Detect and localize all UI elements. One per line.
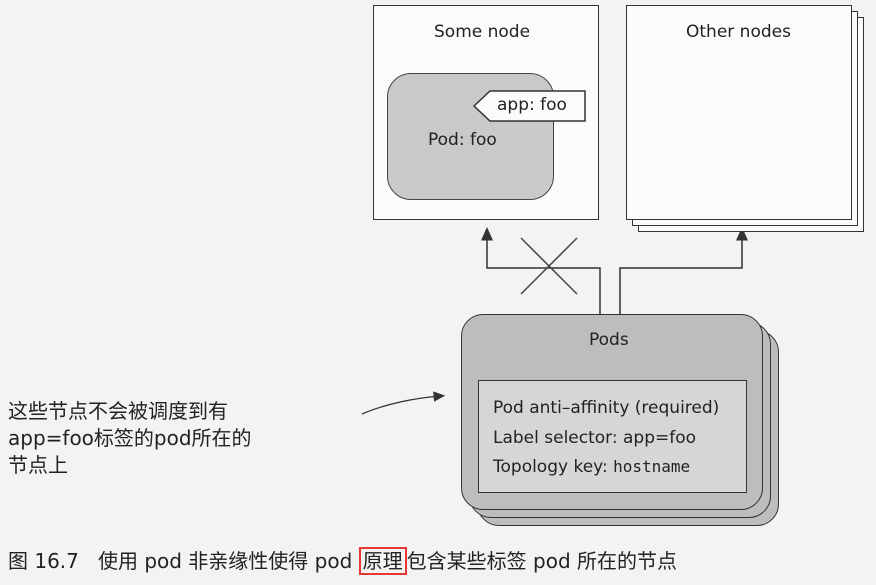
pods-title: Pods <box>589 330 629 350</box>
annotation-text: 这些节点不会被调度到有 app=foo标签的pod所在的 节点上 <box>8 398 252 479</box>
some-node-label: Some node <box>434 22 531 42</box>
blocked-x-icon <box>520 237 578 295</box>
annotation-line-1: 这些节点不会被调度到有 <box>8 399 228 423</box>
topology-key-line: Topology key: hostname <box>493 457 690 477</box>
label-selector-text: Label selector: app=foo <box>493 428 697 448</box>
connector-to-other-nodes <box>619 227 748 318</box>
caption-suffix: 包含某些标签 pod 所在的节点 <box>406 549 677 573</box>
app-label-tag <box>472 90 586 122</box>
figure-caption: 图 16.7 使用 pod 非亲缘性使得 pod 原理包含某些标签 pod 所在… <box>8 545 677 575</box>
anti-affinity-rule-box <box>478 380 747 493</box>
anti-affinity-title: Pod anti–affinity (required) <box>493 398 720 418</box>
annotation-line-3: 节点上 <box>8 453 68 477</box>
annotation-line-2: app=foo标签的pod所在的 <box>8 426 252 450</box>
other-node-box <box>626 5 852 220</box>
annotation-arrow <box>361 391 446 415</box>
connector-to-some-node <box>481 227 601 318</box>
app-label-text: app: foo <box>497 95 567 115</box>
topology-key-value: hostname <box>613 457 691 476</box>
pod-name-label: Pod: foo <box>428 130 497 150</box>
caption-highlight: 原理 <box>358 547 407 575</box>
topology-key-label: Topology key: <box>493 457 614 477</box>
caption-prefix: 图 16.7 使用 pod 非亲缘性使得 pod <box>8 549 359 573</box>
other-nodes-label: Other nodes <box>686 22 791 42</box>
